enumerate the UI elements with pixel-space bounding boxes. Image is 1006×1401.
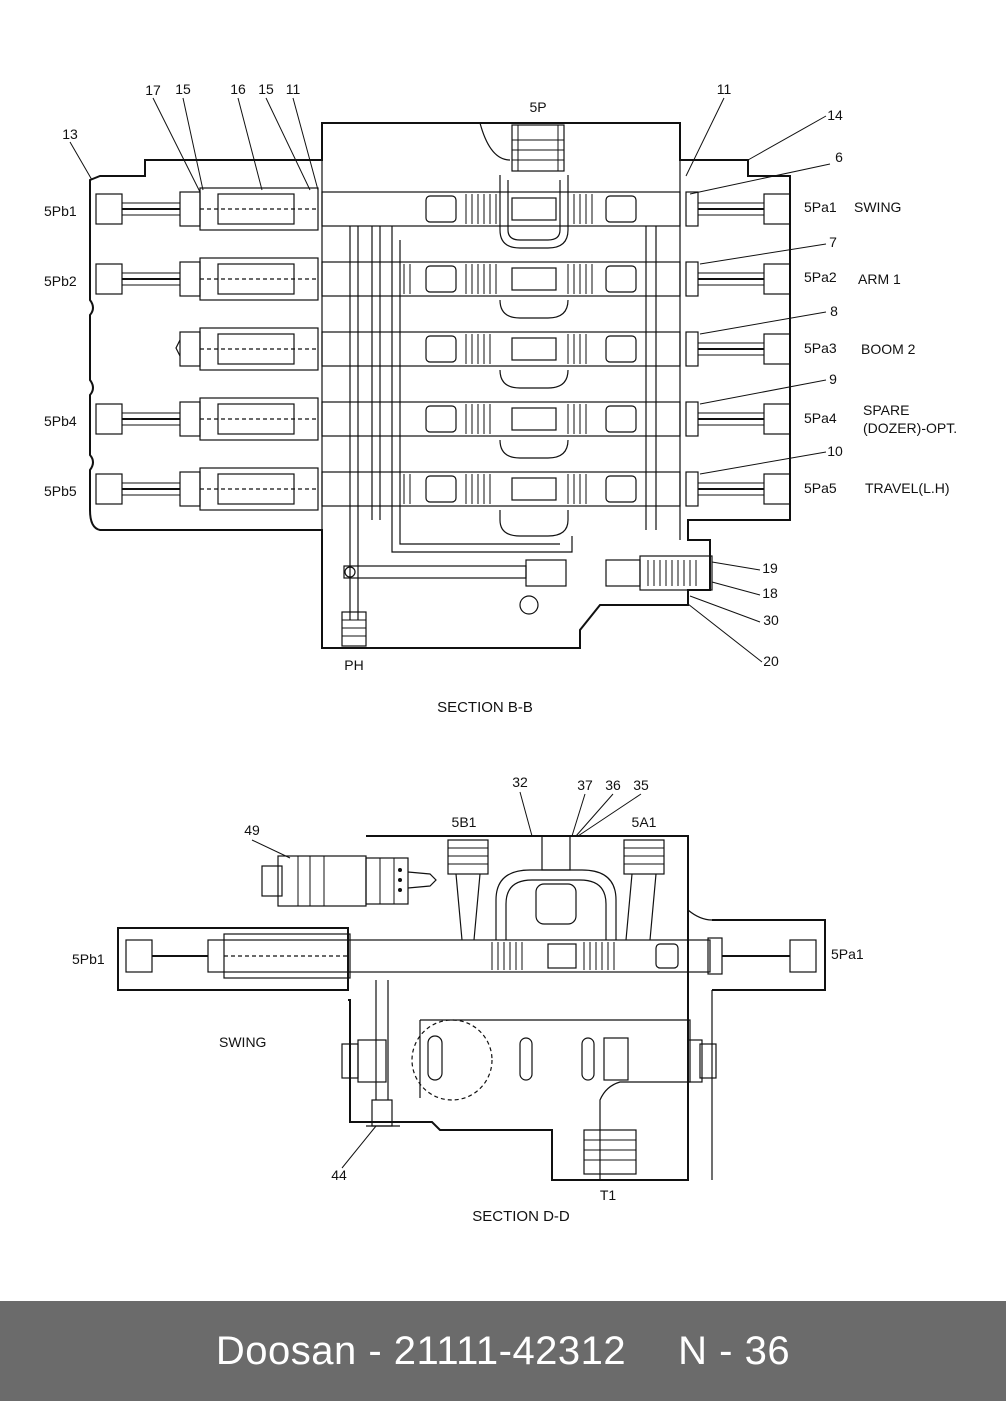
callout-37: 37 <box>577 777 593 793</box>
callout-6: 6 <box>835 149 843 165</box>
port-5a1-label: 5A1 <box>632 814 657 830</box>
callout-16: 16 <box>230 81 246 97</box>
port-5pa1-label: 5Pa1 <box>831 946 864 962</box>
right-port-label: 5Pa5 <box>804 480 837 496</box>
port-5pb1-label: 5Pb1 <box>72 951 105 967</box>
spool-row <box>95 467 791 511</box>
right-port-label: 5Pa2 <box>804 269 837 285</box>
function-label-dozer: (DOZER)-OPT. <box>863 420 957 436</box>
callout-13: 13 <box>62 126 78 142</box>
callout-36: 36 <box>605 777 621 793</box>
footer-page-number: N - 36 <box>678 1328 791 1373</box>
callout-14: 14 <box>827 107 843 123</box>
function-label-swing: SWING <box>219 1034 266 1050</box>
function-label-travel: TRAVEL(L.H) <box>865 480 950 496</box>
footer-part-number: Doosan - 21111-42312 <box>215 1328 627 1373</box>
port-ph-label: PH <box>344 657 363 673</box>
section-dd: 5B1 5A1 5Pb1 5Pa1 T1 SWING 32 37 36 35 4… <box>72 774 864 1225</box>
spool-row <box>95 257 791 301</box>
function-label-arm1: ARM 1 <box>858 271 901 287</box>
callout-9: 9 <box>829 371 837 387</box>
callout-10: 10 <box>827 443 843 459</box>
callout-44: 44 <box>331 1167 347 1183</box>
callout-11: 11 <box>286 81 301 97</box>
callout-49: 49 <box>244 822 260 838</box>
callout-30: 30 <box>763 612 779 628</box>
left-port-label: 5Pb1 <box>44 203 77 219</box>
function-label-swing: SWING <box>854 199 901 215</box>
port-5b1-label: 5B1 <box>452 814 477 830</box>
port-t1-label: T1 <box>600 1187 617 1203</box>
right-port-label: 5Pa1 <box>804 199 837 215</box>
port-5p-label: 5P <box>529 99 546 115</box>
function-label-spare: SPARE <box>863 402 909 418</box>
section-bb-title: SECTION B-B <box>437 699 533 716</box>
footer-banner: Doosan - 21111-42312 N - 36 <box>0 1301 1006 1401</box>
callout-35: 35 <box>633 777 649 793</box>
callout-20: 20 <box>763 653 779 669</box>
right-port-label: 5Pa4 <box>804 410 837 426</box>
callout-15: 15 <box>258 81 274 97</box>
callout-11: 11 <box>717 81 732 97</box>
right-port-label: 5Pa3 <box>804 340 837 356</box>
left-port-label: 5Pb4 <box>44 413 77 429</box>
callout-8: 8 <box>830 303 838 319</box>
valve-section-drawing: 5P PH 5Pb1 5Pb2 5Pb4 5Pb5 5Pa1 5Pa2 5Pa3… <box>44 81 957 1225</box>
callout-18: 18 <box>762 585 778 601</box>
left-port-label: 5Pb2 <box>44 273 77 289</box>
section-bb: 5P PH 5Pb1 5Pb2 5Pb4 5Pb5 5Pa1 5Pa2 5Pa3… <box>44 81 957 716</box>
callout-17: 17 <box>145 82 161 98</box>
callout-15: 15 <box>175 81 191 97</box>
spool-row <box>95 397 791 441</box>
callout-19: 19 <box>762 560 778 576</box>
function-label-boom2: BOOM 2 <box>861 341 916 357</box>
callout-7: 7 <box>829 234 837 250</box>
left-port-label: 5Pb5 <box>44 483 77 499</box>
callout-32: 32 <box>512 774 528 790</box>
section-dd-title: SECTION D-D <box>472 1208 570 1225</box>
spool-row <box>95 187 791 231</box>
spool-row <box>175 327 791 371</box>
